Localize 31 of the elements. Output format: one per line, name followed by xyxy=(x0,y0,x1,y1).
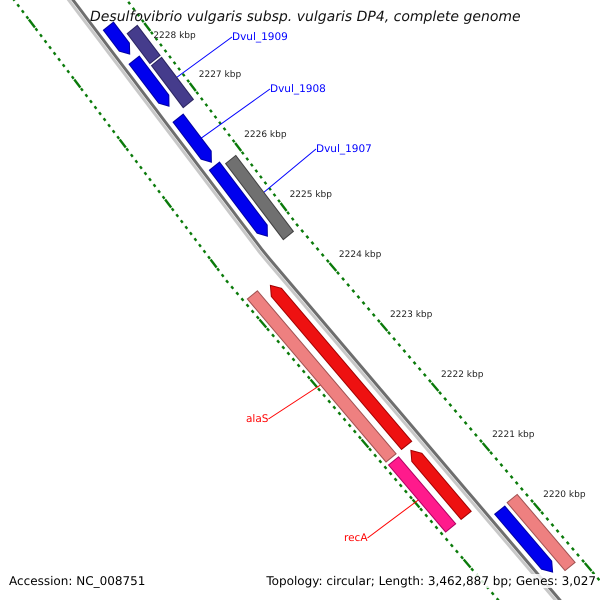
scale-label: 2225 kbp xyxy=(290,190,332,200)
leader-line xyxy=(176,36,232,78)
scale-label: 2227 kbp xyxy=(198,70,242,80)
scale-label: 2224 kbp xyxy=(338,250,382,260)
leader-line xyxy=(268,384,321,420)
gene-feature xyxy=(150,56,194,108)
leader-line xyxy=(263,148,316,193)
gene-feature xyxy=(410,450,472,520)
scale-label: 2226 kbp xyxy=(244,130,287,140)
title: Desulfovibrio vulgaris subsp. vulgaris DP4, complete genome xyxy=(89,8,522,26)
gene-feature xyxy=(494,505,554,573)
gene-label: Dvul_1908 xyxy=(270,83,326,95)
genome-stats-text: Topology: circular; Length: 3,462,887 bp; Genes: 3,027 xyxy=(266,574,596,588)
gene-feature xyxy=(172,113,212,163)
gene-label: recA xyxy=(344,532,368,544)
gene-feature xyxy=(208,161,268,237)
gene-label: Dvul_1909 xyxy=(232,31,288,43)
scale-label: 2220 kbp xyxy=(543,490,586,500)
scale-label: 2228 kbp xyxy=(153,30,196,41)
scale-label: 2223 kbp xyxy=(390,310,432,320)
leader-line xyxy=(200,88,270,139)
gene-feature xyxy=(102,21,130,55)
gene-feature xyxy=(388,456,456,533)
accession-text: Accession: NC_008751 xyxy=(9,574,146,588)
leader-line xyxy=(367,500,419,538)
gene-feature xyxy=(270,284,412,450)
gene-label: Dvul_1907 xyxy=(316,143,372,155)
scale-label: 2222 kbp xyxy=(441,370,484,380)
gene-feature xyxy=(128,55,170,107)
scale-label: 2221 kbp xyxy=(492,430,534,440)
gene-label: alaS xyxy=(246,413,268,425)
